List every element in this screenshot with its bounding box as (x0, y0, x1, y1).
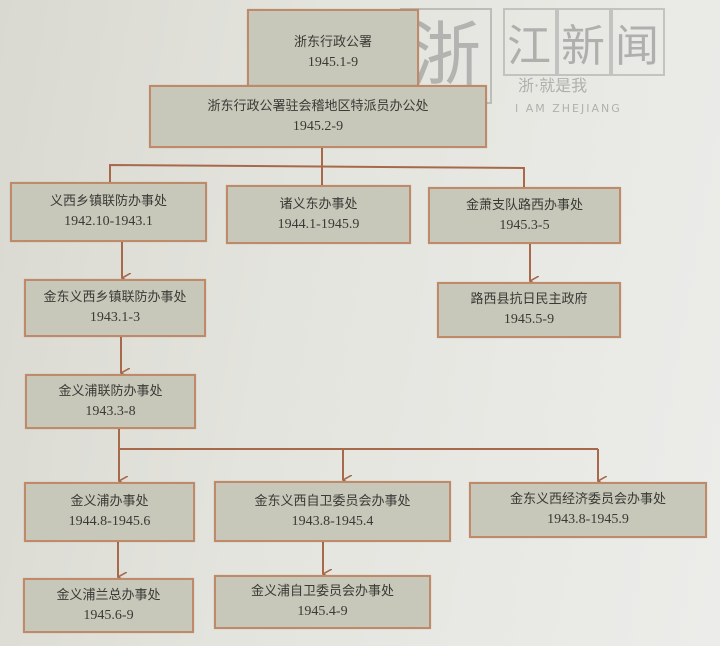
node-date: 1944.8-1945.6 (68, 514, 151, 529)
node-date: 1944.1-1945.9 (277, 216, 360, 232)
node-date: 1945.4-9 (297, 604, 348, 619)
watermark-slogan: 浙·就是我 (518, 76, 588, 95)
node-date: 1945.3-5 (499, 217, 550, 233)
node-name: 金萧支队路西办事处 (465, 197, 583, 213)
node-date: 1945.1-9 (307, 55, 359, 70)
node-name: 金义浦办事处 (70, 494, 149, 509)
org-node: 义西乡镇联防办事处 1942.10-1943.1 (10, 182, 207, 242)
watermark-char: 新 (557, 8, 611, 76)
node-name: 金义浦联防办事处 (58, 383, 163, 399)
org-node: 浙东行政公署驻会稽地区特派员办公处 1945.2-9 (149, 85, 487, 148)
org-node: 金东义西经济委员会办事处 1943.8-1945.9 (469, 482, 707, 538)
node-name: 金义浦兰总办事处 (56, 587, 161, 603)
org-node: 路西县抗日民主政府 1945.5-9 (437, 282, 621, 338)
org-node: 金义浦兰总办事处 1945.6-9 (23, 578, 194, 633)
node-name: 义西乡镇联防办事处 (49, 194, 167, 209)
node-name: 浙东行政公署驻会稽地区特派员办公处 (207, 98, 429, 114)
node-name: 金东义西自卫委员会办事处 (254, 493, 411, 509)
watermark-title: 江新闻 (503, 8, 665, 76)
node-date: 1945.5-9 (503, 312, 555, 327)
node-name: 金东义西经济委员会办事处 (509, 492, 666, 507)
node-date: 1945.2-9 (292, 118, 344, 134)
node-date: 1943.8-1945.9 (547, 512, 629, 527)
node-date: 1943.3-8 (85, 403, 136, 419)
node-name: 金义浦自卫委员会办事处 (250, 584, 394, 599)
node-date: 1943.8-1945.4 (291, 513, 374, 529)
node-name: 金东义西乡镇联防办事处 (43, 290, 187, 305)
org-node: 金义浦联防办事处 1943.3-8 (25, 374, 196, 429)
org-node: 诸义东办事处 1944.1-1945.9 (226, 185, 411, 244)
node-name: 诸义东办事处 (279, 196, 358, 212)
watermark-english: I AM ZHEJIANG (515, 102, 622, 115)
node-date: 1945.6-9 (83, 607, 134, 623)
node-date: 1942.10-1943.1 (64, 214, 153, 229)
org-node: 金义浦自卫委员会办事处 1945.4-9 (214, 575, 431, 629)
org-node: 金义浦办事处 1944.8-1945.6 (24, 482, 195, 542)
edge-row3-bus (109, 163, 525, 187)
org-node: 浙东行政公署 1945.1-9 (247, 9, 419, 97)
org-node: 金东义西乡镇联防办事处 1943.1-3 (24, 279, 206, 337)
org-node: 金东义西自卫委员会办事处 1943.8-1945.4 (214, 481, 451, 542)
node-name: 浙东行政公署 (293, 35, 372, 50)
watermark-char: 闻 (611, 8, 665, 76)
node-name: 路西县抗日民主政府 (470, 292, 588, 307)
watermark-char: 江 (503, 8, 557, 76)
org-node: 金萧支队路西办事处 1945.3-5 (428, 187, 621, 244)
node-date: 1943.1-3 (89, 310, 141, 325)
